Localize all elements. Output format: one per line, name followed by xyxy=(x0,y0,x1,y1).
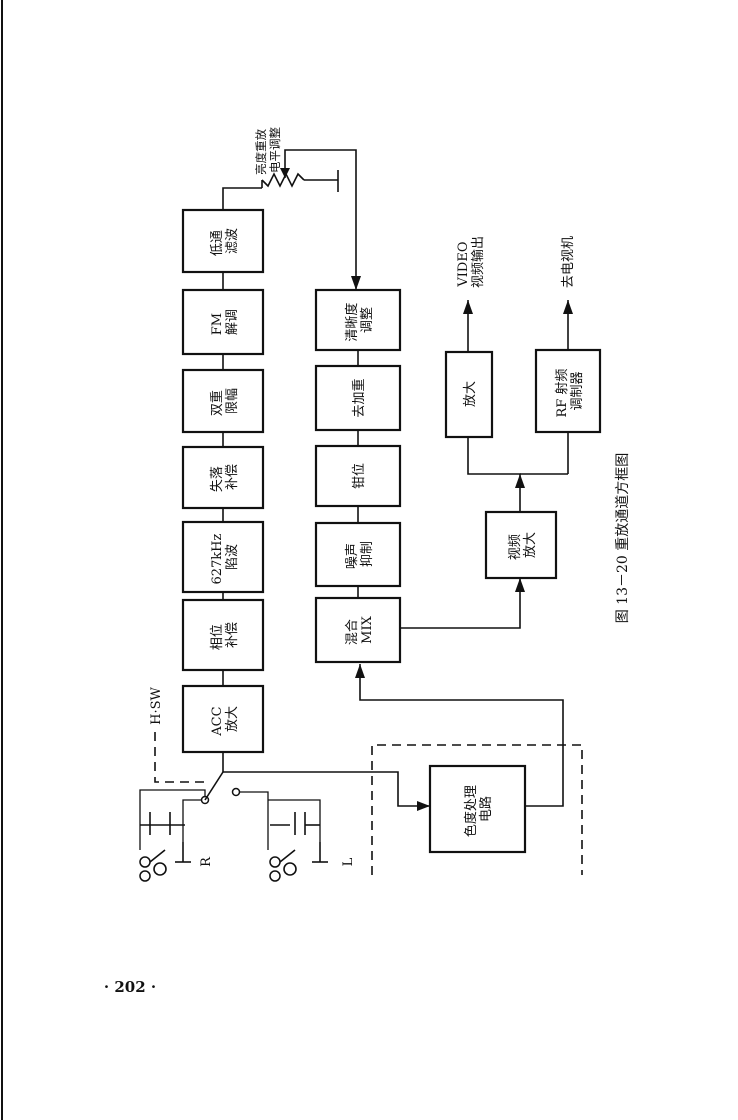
arrow-video-out xyxy=(463,300,473,314)
block-video-amp: 视频 放大 xyxy=(484,510,558,580)
arrow-into-mix xyxy=(355,664,365,678)
block-lowpass-filter: 低通 滤波 xyxy=(181,208,265,274)
signal-wires xyxy=(139,149,569,850)
svg-text:视频 放大: 视频 放大 xyxy=(508,530,538,560)
head-l-icon xyxy=(269,812,328,882)
arrow-into-video-amp xyxy=(515,578,525,592)
block-deemphasis: 去加重 xyxy=(314,364,402,432)
block-627khz-trap: 627kHz 陷波 xyxy=(181,520,265,594)
svg-text:钳位: 钳位 xyxy=(352,463,367,489)
to-tv-label: 去电视机 xyxy=(561,236,576,288)
dashed-lines xyxy=(154,732,583,875)
block-fm-demod: FM 解调 xyxy=(181,288,265,356)
figure-caption: 图 13－20 重放通道方框图 xyxy=(615,453,631,624)
block-dual-limiter: 双重 限幅 xyxy=(181,368,265,434)
svg-text:627kHz 陷波: 627kHz 陷波 xyxy=(210,529,240,584)
svg-text:低通 滤波: 低通 滤波 xyxy=(210,226,240,256)
svg-text:色度处理 电路: 色度处理 电路 xyxy=(463,781,494,837)
head-l-label: L xyxy=(341,857,356,866)
block-rf-modulator: RF 射频 调制器 xyxy=(534,348,602,434)
block-dropout-comp: 失落 补偿 xyxy=(181,445,265,510)
svg-text:混合 MIX: 混合 MIX xyxy=(345,615,375,645)
block-noise-suppress: 噪声 抑制 xyxy=(314,521,402,588)
block-amp: 放大 xyxy=(444,350,494,439)
svg-text:FM 解调: FM 解调 xyxy=(210,309,240,335)
pot-label: 亮度重放 电平调整 xyxy=(254,125,282,175)
arrow-split xyxy=(515,474,525,488)
svg-text:噪声 抑制: 噪声 抑制 xyxy=(345,539,375,569)
svg-text:放大: 放大 xyxy=(463,381,478,407)
arrowheads xyxy=(351,276,573,811)
arrow-into-sharpness xyxy=(351,276,361,290)
head-r-icon xyxy=(139,812,191,882)
page-number: · 202 · xyxy=(104,978,156,996)
svg-text:双重 限幅: 双重 限幅 xyxy=(209,386,240,416)
selector-switch xyxy=(200,771,241,805)
block-mix: 混合 MIX xyxy=(314,596,402,664)
block-phase-comp: 相位 补偿 xyxy=(181,598,265,672)
svg-text:清晰度 调整: 清晰度 调整 xyxy=(344,298,375,341)
block-chroma-processing: 色度处理 电路 xyxy=(428,764,527,854)
potentiometer xyxy=(261,168,339,192)
svg-text:RF 射频 调制器: RF 射频 调制器 xyxy=(554,364,585,417)
svg-text:去加重: 去加重 xyxy=(351,378,367,417)
head-r-label: R xyxy=(199,856,214,867)
svg-text:失落 补偿: 失落 补偿 xyxy=(210,462,240,492)
block-clamp: 钳位 xyxy=(314,444,402,508)
svg-text:相位 补偿: 相位 补偿 xyxy=(210,620,240,650)
block-sharpness-adjust: 清晰度 调整 xyxy=(314,288,402,352)
svg-text:ACC 放大: ACC 放大 xyxy=(210,702,240,736)
block-acc-amp: ACC 放大 xyxy=(181,684,265,754)
hsw-label: H·SW xyxy=(149,687,164,725)
video-out-label: VIDEO 视频输出 xyxy=(456,236,486,288)
arrow-into-chroma xyxy=(417,801,430,811)
arrow-to-tv xyxy=(563,300,573,314)
